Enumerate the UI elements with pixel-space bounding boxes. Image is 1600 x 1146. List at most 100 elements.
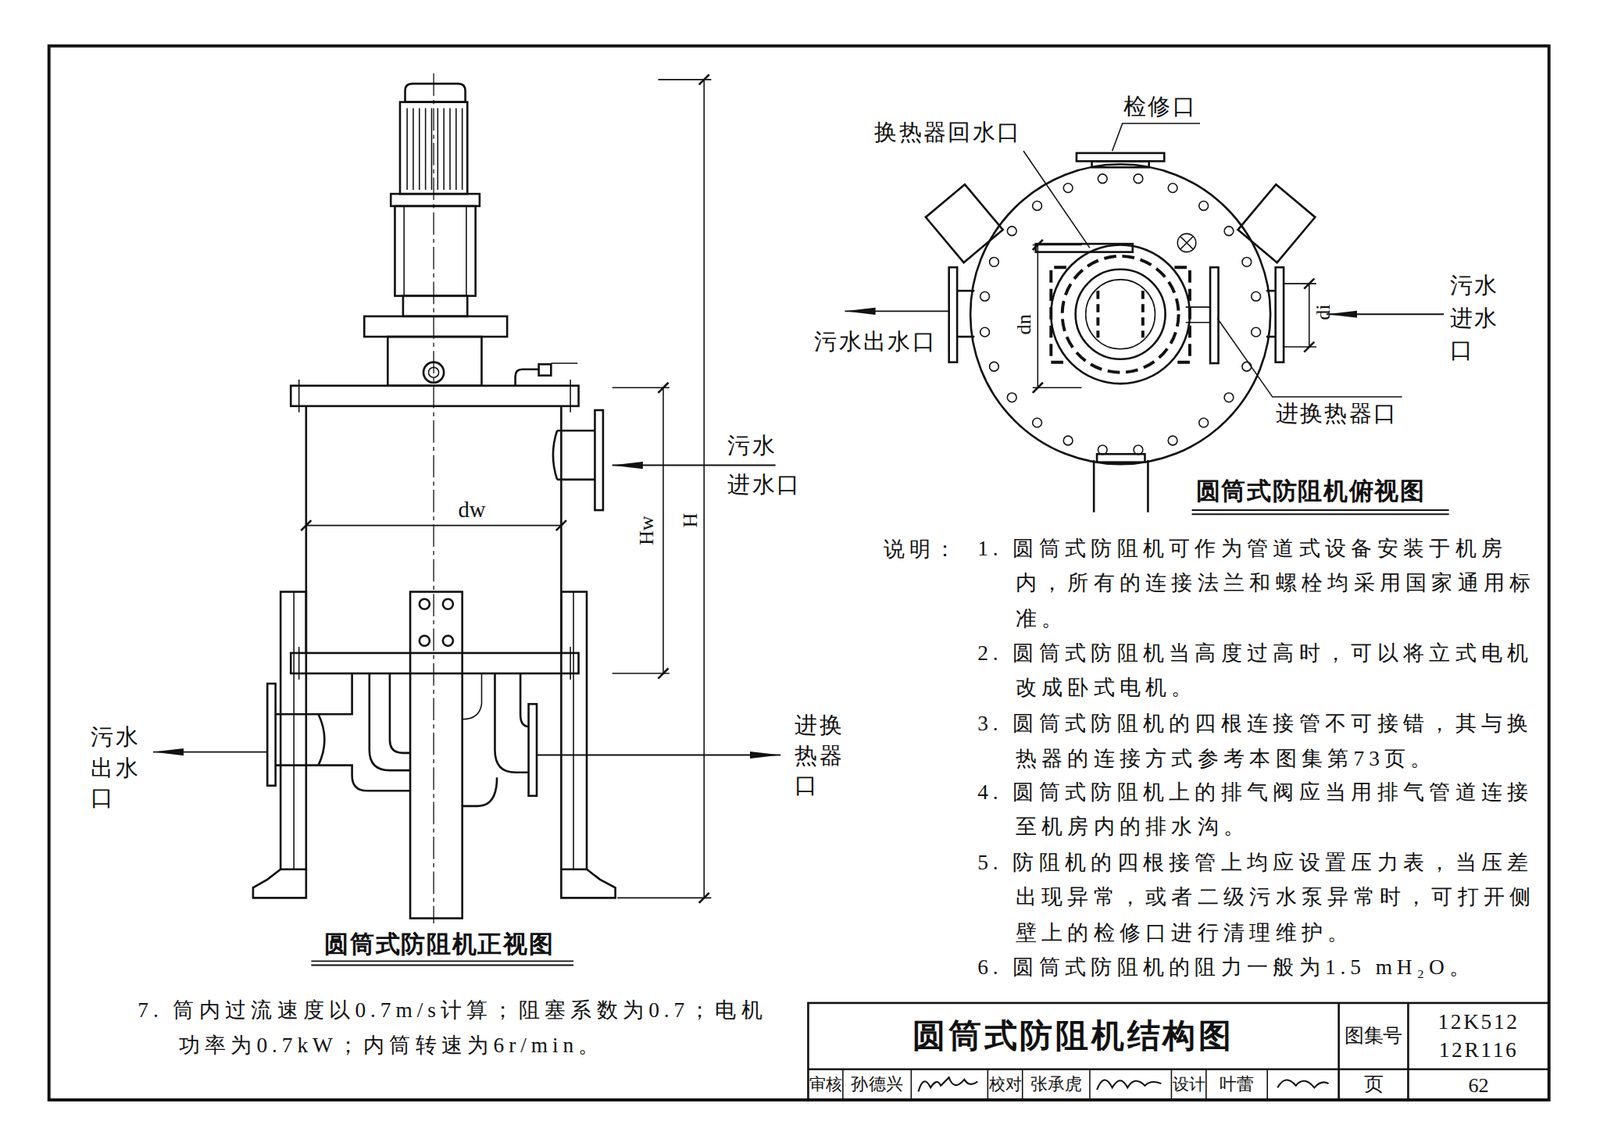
bolt-hole [1167, 435, 1178, 446]
side-pipe [949, 153, 1284, 513]
title-block [807, 1003, 1549, 1100]
bolt-hole [989, 361, 1000, 372]
title-block [807, 1003, 1549, 1100]
flow-arrow [1326, 313, 1444, 315]
motor-symbol [403, 296, 468, 317]
dimension-line [612, 672, 670, 675]
view-caption: 圆筒式防阻机俯视图 [1196, 476, 1426, 507]
support-legs [253, 869, 307, 899]
dimension-label: dn [1010, 314, 1036, 335]
bolt-hole [1133, 445, 1143, 455]
inner-drum [1062, 256, 1179, 373]
bolt-hole [1007, 226, 1017, 236]
exhaust-valve [539, 364, 552, 375]
outlet-pipe [267, 673, 411, 791]
signature-mark [918, 1077, 979, 1092]
dimension-line [1032, 382, 1043, 393]
support-legs [560, 592, 587, 870]
bolt-hole [1199, 201, 1209, 211]
bolt-hole [1097, 174, 1108, 184]
dimension-line [699, 74, 710, 85]
leader-line [1217, 318, 1402, 398]
inner-drum [1085, 279, 1156, 350]
motor-fins [425, 107, 427, 190]
bolt-hole [1251, 327, 1261, 337]
side-pipe [949, 267, 958, 362]
port-label: 污水 出水 口 [90, 722, 150, 814]
dimension-line [1032, 244, 1083, 247]
bolt-hole [1032, 417, 1043, 428]
dimension-line [300, 520, 311, 531]
view-caption: 圆筒式防阻机正视图 [324, 929, 554, 960]
dimension-line [617, 897, 711, 900]
note-text: 7. 筒内过流速度以0.7m/s计算；阻塞系数为0.7；电机功率为0.7kW；内… [137, 992, 791, 1063]
part-label: 换热器回水口 [874, 119, 1022, 147]
inlet-pipe [553, 410, 604, 511]
dimension-line [612, 387, 670, 390]
outlet-pipe [275, 714, 325, 765]
dimension-line [1032, 239, 1043, 250]
side-pipe [1093, 460, 1148, 513]
motor-box [1238, 184, 1316, 263]
table-cell: 62 [1407, 1069, 1549, 1100]
inlet-pipe [594, 410, 603, 511]
bolt-hole [1251, 292, 1261, 302]
dimension-label: dw [457, 496, 486, 524]
support-legs [572, 592, 575, 870]
motor-symbol [387, 336, 482, 386]
table-cell: 孙德兴 [842, 1069, 912, 1100]
bolt-hole [1097, 445, 1108, 455]
bolt-hole [1242, 361, 1252, 372]
note-text: 1. 圆筒式防阻机可作为管道式设备安装于机房内，所有的连接法兰和螺栓均采用国家通… [977, 530, 1538, 636]
exchanger-pipe [494, 673, 529, 773]
table-cell: 页 [1339, 1069, 1409, 1100]
title-block [1337, 1003, 1340, 1100]
title-block [910, 1069, 913, 1100]
motor-fins [437, 107, 440, 190]
outlet-pipe [389, 673, 411, 754]
dimension-line [1283, 346, 1317, 348]
outlet-pipe [318, 765, 411, 792]
inlet-pipe [557, 429, 595, 433]
bolt-hole [1007, 392, 1017, 403]
motor-symbol [364, 83, 508, 386]
cylinder-body [290, 653, 579, 674]
leader-line [1023, 123, 1403, 397]
caption-underline [310, 964, 574, 967]
dimension-line [1037, 244, 1040, 388]
drawing-title: 圆筒式防阻机结构图 [807, 1003, 1339, 1070]
exhaust-valve [515, 363, 579, 386]
title-block [842, 1069, 1268, 1100]
table-cell: 12K512 12R116 [1407, 1003, 1549, 1070]
motor-box [925, 184, 1004, 263]
motor-fins [455, 107, 458, 190]
cylinder-body [298, 646, 300, 680]
exchanger-pipe [462, 777, 497, 807]
support-legs [419, 599, 430, 610]
title-block [807, 1068, 1549, 1072]
title-block [1021, 1069, 1024, 1100]
motor-symbol [390, 193, 480, 207]
motor-symbol [364, 316, 508, 337]
support-legs [560, 869, 615, 899]
motor-fins [431, 107, 433, 190]
signature-mark [1096, 1079, 1161, 1090]
title-block [1171, 1069, 1173, 1100]
note-text: 4. 圆筒式防阻机上的排气阀应当用排气管道连接至机房内的排水沟。 [977, 774, 1538, 845]
dimension-line [657, 382, 668, 393]
caption-underline [310, 960, 574, 962]
port-label: 进换 热器 口 [794, 710, 854, 801]
port-label: 污水出水口 [814, 328, 937, 356]
flow-arrow [612, 464, 776, 467]
motor-symbol [465, 206, 468, 297]
inner-drum [1035, 233, 1219, 384]
top-view [925, 123, 1403, 513]
bolt-hole [1167, 183, 1178, 193]
inner-drum [1177, 233, 1197, 253]
exchanger-pipe [462, 673, 483, 720]
outlet-pipe [369, 673, 411, 771]
motor-fins [418, 107, 421, 190]
inner-drum [1210, 267, 1218, 364]
exchanger-pipe [462, 673, 537, 807]
